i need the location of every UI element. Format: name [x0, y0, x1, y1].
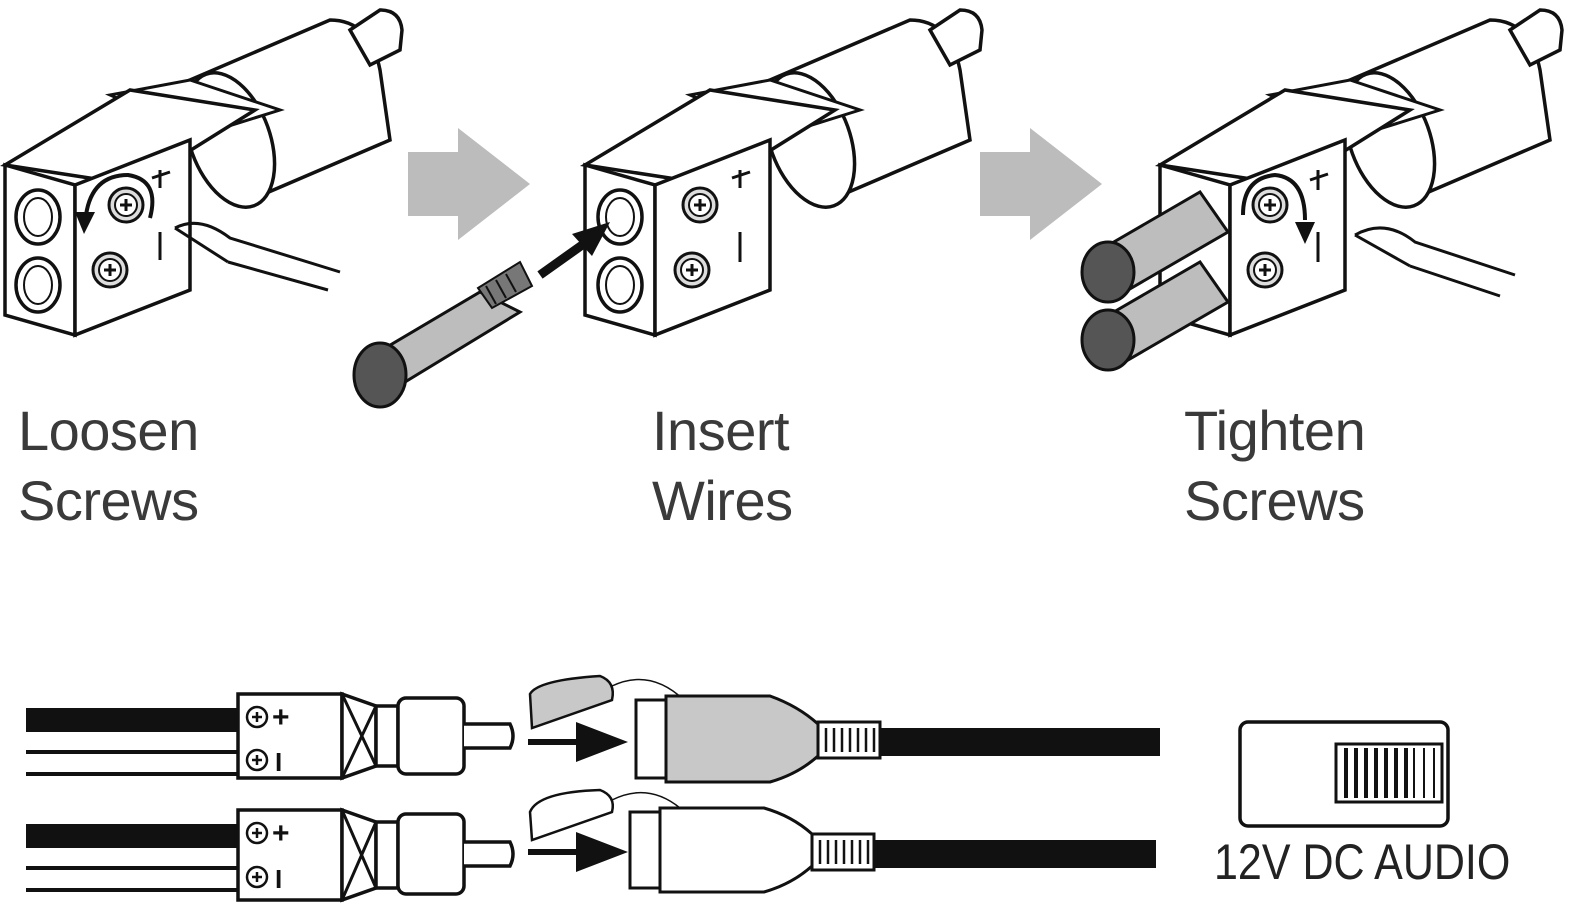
- panel-switch-slats: [1344, 748, 1408, 798]
- terminal-minus-mark-top: I: [275, 747, 282, 777]
- step-insert-illustration: [352, 8, 984, 409]
- cable-assembly-top: [26, 674, 1160, 784]
- audio-input-panel: [1238, 720, 1450, 828]
- cable-assembly-bottom: [26, 788, 1156, 903]
- step-arrow-2: [980, 128, 1102, 240]
- step-arrow-1: [408, 128, 530, 240]
- step-tighten-illustration: [1080, 8, 1564, 372]
- terminal-plus-mark-top: +: [272, 701, 290, 734]
- step-loosen-illustration: [0, 8, 404, 338]
- step-label-insert: Insert Wires: [652, 396, 793, 536]
- step-label-insert-line2: Wires: [652, 469, 793, 532]
- panel-label: 12V DC AUDIO: [1214, 834, 1511, 890]
- step-label-loosen-line2: Screws: [18, 469, 199, 532]
- step-label-tighten-line1: Tighten: [1184, 399, 1366, 462]
- step-label-loosen-line1: Loosen: [18, 399, 199, 462]
- step-label-tighten-line2: Screws: [1184, 469, 1365, 532]
- step-label-insert-line1: Insert: [652, 399, 790, 462]
- terminal-minus-mark-bottom: I: [275, 864, 282, 894]
- step-label-loosen: Loosen Screws: [18, 396, 199, 536]
- step-label-tighten: Tighten Screws: [1184, 396, 1366, 536]
- terminal-plus-mark-bottom: +: [272, 817, 290, 850]
